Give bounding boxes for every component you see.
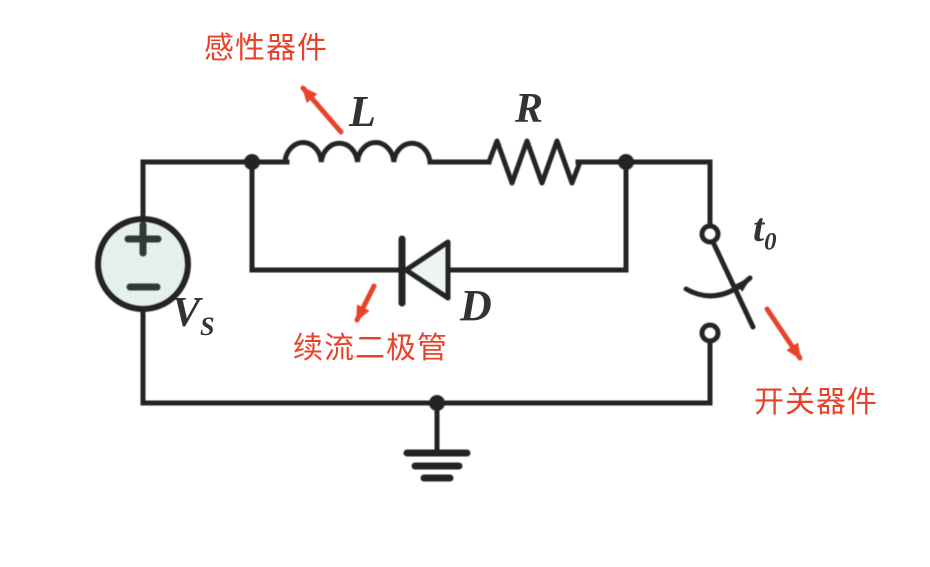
source-label-main: V bbox=[172, 290, 201, 336]
annotation-arrow-switch bbox=[764, 306, 803, 361]
annotation-arrow-inductor bbox=[300, 85, 344, 135]
voltage-source-circle bbox=[95, 216, 191, 312]
source-label: VS bbox=[172, 292, 215, 340]
diode-label: D bbox=[460, 281, 492, 330]
switch-time-label: t0 bbox=[753, 208, 777, 255]
annotation-inductor: 感性器件 bbox=[204, 32, 328, 65]
switch-time-label-main: t bbox=[753, 205, 765, 250]
junction-dot-right bbox=[618, 154, 634, 170]
switch-terminal-top bbox=[699, 223, 721, 245]
annotation-switch: 开关器件 bbox=[754, 386, 878, 419]
diode-symbol bbox=[398, 235, 451, 307]
annotation-diode: 续流二极管 bbox=[293, 332, 448, 365]
source-label-sub: S bbox=[200, 312, 215, 342]
switch-terminal-bottom bbox=[699, 322, 721, 344]
voltage-source bbox=[95, 216, 191, 312]
inductor-label: L bbox=[349, 87, 376, 136]
switch-motion-arrow bbox=[683, 275, 753, 299]
diode-branch-wire bbox=[249, 159, 629, 273]
switch-time-label-sub: 0 bbox=[764, 228, 777, 256]
inductor-coil bbox=[282, 140, 433, 165]
annotation-arrow-diode bbox=[354, 283, 377, 323]
resistor-label: R bbox=[515, 86, 544, 132]
ground-symbol bbox=[403, 400, 471, 482]
diode-triangle bbox=[403, 239, 451, 301]
switch bbox=[683, 223, 756, 344]
switch-blade bbox=[710, 239, 756, 330]
resistor-zigzag bbox=[486, 138, 583, 186]
junction-dot-left bbox=[244, 154, 260, 170]
plus-sign bbox=[124, 221, 162, 257]
